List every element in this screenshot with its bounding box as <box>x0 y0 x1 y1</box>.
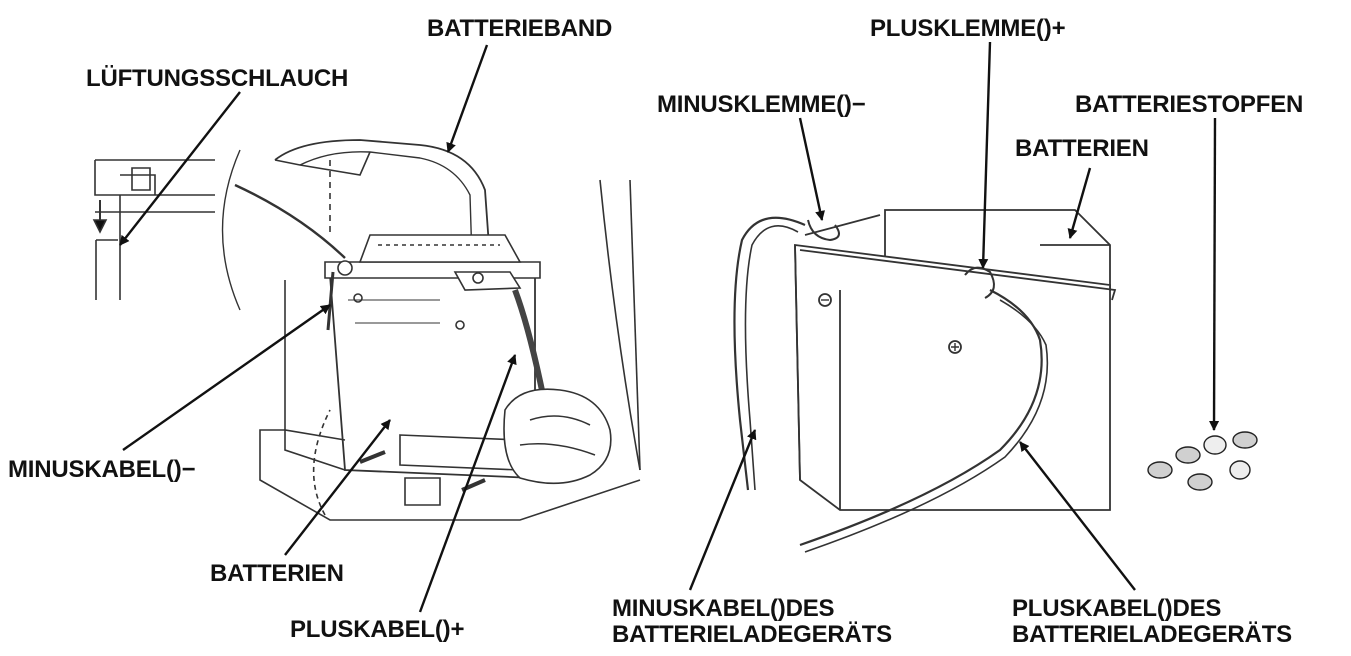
label-pluskabel: PLUSKABEL()+ <box>290 616 465 643</box>
label-minusklemme: MINUSKLEMME()− <box>657 91 866 118</box>
arrow-batterien-right <box>1067 167 1092 239</box>
arrow-batteriestopfen <box>1209 117 1220 431</box>
arrow-batterien-left <box>284 419 391 556</box>
label-minuskabel-ladegeraet-line2: BATTERIELADEGERÄTS <box>612 621 892 648</box>
arrow-batterieband <box>446 44 489 153</box>
arrow-minuskabel <box>122 304 331 451</box>
arrow-pluskabel-ladegeraet <box>1019 441 1136 591</box>
label-batterien-right: BATTERIEN <box>1015 135 1149 162</box>
right-charging-illustration <box>733 209 1117 553</box>
label-pluskabel-ladegeraet-line2: BATTERIELADEGERÄTS <box>1012 621 1292 648</box>
left-installation-illustration <box>92 139 641 521</box>
arrow-lueftungsschlauch <box>119 91 241 246</box>
label-plusklemme: PLUSKLEMME()+ <box>870 15 1066 42</box>
arrow-minuskabel-ladegeraet <box>688 429 757 591</box>
leader-arrows <box>119 41 1220 613</box>
label-minuskabel: MINUSKABEL()− <box>8 456 196 483</box>
label-batterien-left: BATTERIEN <box>210 560 344 587</box>
arrow-plusklemme <box>978 41 992 269</box>
arrow-pluskabel <box>418 354 517 613</box>
vent-hose-inset <box>92 149 241 311</box>
label-minuskabel-ladegeraet-line1: MINUSKABEL()DES <box>612 595 835 622</box>
label-batteriestopfen: BATTERIESTOPFEN <box>1075 91 1304 118</box>
label-lueftungsschlauch: LÜFTUNGSSCHLAUCH <box>86 65 349 92</box>
arrow-minusklemme <box>798 117 825 221</box>
label-batterieband: BATTERIEBAND <box>427 15 613 42</box>
label-pluskabel-ladegeraet-line1: PLUSKABEL()DES <box>1012 595 1222 622</box>
battery-caps <box>1147 431 1258 491</box>
